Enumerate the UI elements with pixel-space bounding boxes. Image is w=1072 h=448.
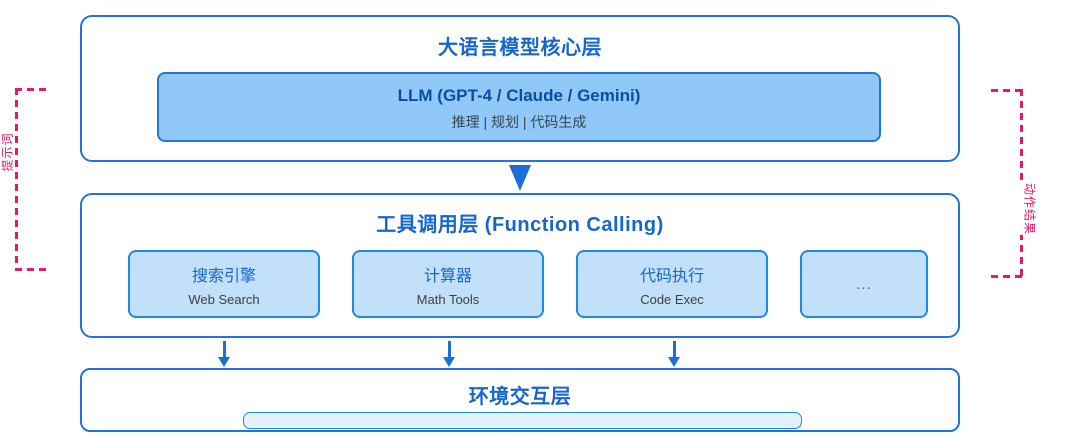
environment-pill — [243, 412, 802, 429]
tool-more: ... — [800, 250, 928, 318]
tool-row: 搜索引擎 Web Search 计算器 Math Tools 代码执行 Code… — [128, 250, 928, 318]
arrow-tool1-head — [218, 357, 230, 367]
arrow-tool2-head — [443, 357, 455, 367]
environment-layer-title: 环境交互层 — [468, 386, 572, 408]
arrow-tool1-stem — [223, 341, 226, 358]
tool-subtitle: Web Search — [188, 291, 260, 307]
llm-node-title: LLM (GPT-4 / Claude / Gemini) — [397, 86, 641, 105]
right-bracket-bottom-dash — [991, 275, 1023, 278]
tool-subtitle: Math Tools — [416, 291, 480, 307]
llm-core-layer-title: 大语言模型核心层 — [438, 37, 602, 59]
tool-calling-layer-box: 工具调用层 (Function Calling) 搜索引擎 Web Search… — [80, 193, 960, 338]
tool-title: 搜索引擎 — [191, 267, 256, 285]
llm-core-layer-box: 大语言模型核心层 LLM (GPT-4 / Claude / Gemini) 推… — [80, 15, 960, 162]
action-result-label: 动作结果 — [1019, 182, 1041, 236]
tool-title: 代码执行 — [639, 267, 704, 285]
tool-title: 计算器 — [423, 267, 472, 285]
tool-title: ... — [856, 275, 872, 293]
environment-layer-box: 环境交互层 — [80, 368, 960, 432]
left-bracket-line — [15, 88, 18, 271]
arrow-tool3-head — [668, 357, 680, 367]
right-bracket-top-dash — [991, 89, 1023, 92]
tool-code-exec: 代码执行 Code Exec — [576, 250, 768, 318]
prompt-flow-label: 提示词 — [0, 132, 15, 172]
llm-node: LLM (GPT-4 / Claude / Gemini) 推理 | 规划 | … — [157, 72, 881, 142]
tool-math: 计算器 Math Tools — [352, 250, 544, 318]
tool-calling-layer-title: 工具调用层 (Function Calling) — [376, 214, 664, 236]
arrow-core-to-tools — [509, 165, 531, 191]
llm-node-subtitle: 推理 | 规划 | 代码生成 — [451, 114, 587, 130]
left-bracket-top-dash — [15, 88, 47, 91]
arrow-tool2-stem — [448, 341, 451, 358]
arrow-tool3-stem — [673, 341, 676, 358]
tool-subtitle: Code Exec — [640, 291, 704, 307]
tool-web-search: 搜索引擎 Web Search — [128, 250, 320, 318]
left-bracket-bottom-dash — [15, 268, 47, 271]
